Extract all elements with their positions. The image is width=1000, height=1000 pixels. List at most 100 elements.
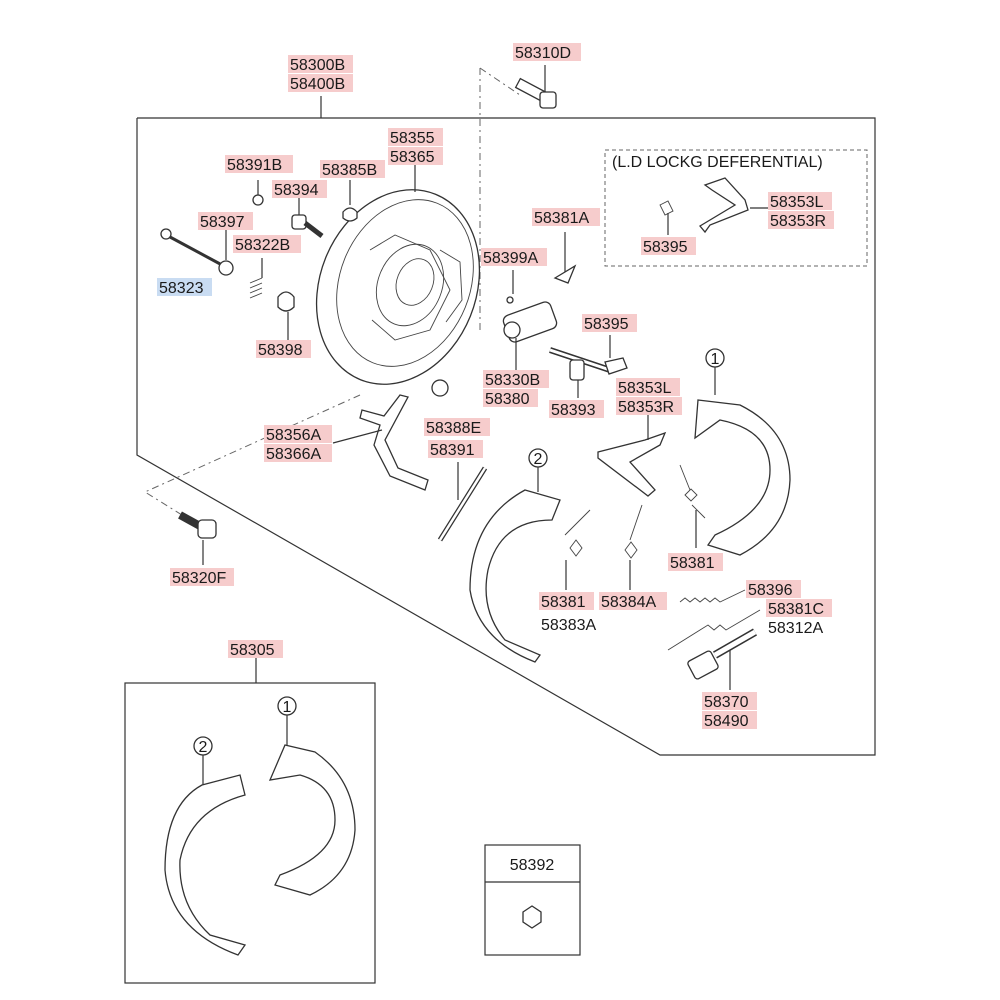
label-58305: 58305 xyxy=(230,642,275,659)
kit-callout-1-number: 1 xyxy=(283,699,292,716)
inset-lever-58353 xyxy=(699,177,749,234)
label-58312A: 58312A xyxy=(768,620,823,637)
label-highlight xyxy=(481,248,547,266)
label-58385B: 58385B xyxy=(322,162,377,179)
label-58399A: 58399A xyxy=(483,250,538,267)
callout-1-number: 1 xyxy=(711,351,720,368)
label-58322B: 58322B xyxy=(235,237,290,254)
cup-58398 xyxy=(277,291,295,312)
label-highlight xyxy=(768,211,834,229)
label-highlight xyxy=(424,418,490,436)
label-highlight xyxy=(264,444,332,462)
kit-callout-2-number: 2 xyxy=(199,739,208,756)
label-58391: 58391 xyxy=(430,442,475,459)
spring-58384A xyxy=(624,504,643,559)
strut-58356A xyxy=(359,394,429,491)
label-58353R: 58353R xyxy=(618,399,674,416)
label-highlight xyxy=(256,340,311,358)
label-highlight xyxy=(388,128,443,146)
label-inset-58353R: 58353R xyxy=(770,213,826,230)
label-58381-right: 58381 xyxy=(670,555,715,572)
label-58320F: 58320F xyxy=(172,570,226,587)
spring-58381C xyxy=(667,609,761,651)
label-highlight xyxy=(616,378,680,396)
label-highlight xyxy=(539,592,594,610)
label-highlight xyxy=(388,147,443,165)
label-58383A: 58383A xyxy=(541,617,596,634)
label-highlight xyxy=(483,370,549,388)
label-highlight xyxy=(225,155,293,173)
label-58353L: 58353L xyxy=(618,380,671,397)
label-highlight xyxy=(288,74,353,92)
label-highlight xyxy=(233,235,301,253)
label-58356A: 58356A xyxy=(266,427,321,444)
adjuster-58393 xyxy=(549,347,628,381)
wheel-cylinder-58330B xyxy=(502,296,558,343)
kit-brake-shoe-1 xyxy=(268,744,356,896)
part-labels: 58300B 58400B 58310D 58355 58365 58391B … xyxy=(157,43,834,730)
label-58330B: 58330B xyxy=(485,372,540,389)
label-highlight xyxy=(668,553,723,571)
label-highlight xyxy=(288,55,353,73)
nut-58392 xyxy=(522,905,542,929)
label-highlight xyxy=(532,208,600,226)
pin-58323 xyxy=(160,228,223,267)
label-highlight xyxy=(170,568,234,586)
label-58381A: 58381A xyxy=(534,210,589,227)
label-highlight xyxy=(599,592,667,610)
backing-plate xyxy=(315,189,481,385)
label-highlight xyxy=(702,711,757,729)
lever-58353 xyxy=(597,431,667,497)
brake-shoe-1 xyxy=(694,399,791,556)
label-58366A: 58366A xyxy=(266,446,321,463)
clip-58391B xyxy=(252,194,264,206)
label-highlight xyxy=(320,160,385,178)
label-highlight xyxy=(264,425,332,443)
kit-brake-shoe-2 xyxy=(164,774,247,956)
label-inset-58353L: 58353L xyxy=(770,194,823,211)
label-58323: 58323 xyxy=(159,280,204,297)
label-58400B: 58400B xyxy=(290,76,345,93)
label-highlight xyxy=(549,400,604,418)
label-highlight xyxy=(641,237,696,255)
nut xyxy=(431,379,449,397)
label-highlight xyxy=(228,640,283,658)
label-highlight xyxy=(513,43,581,61)
brake-shoe-2 xyxy=(469,489,561,663)
label-58300B: 58300B xyxy=(290,57,345,74)
label-inset-58395: 58395 xyxy=(643,239,688,256)
spring-58396 xyxy=(679,589,746,603)
label-highlight xyxy=(702,692,757,710)
label-58391B: 58391B xyxy=(227,157,282,174)
label-highlight xyxy=(198,212,253,230)
bolt-58320F xyxy=(178,511,217,539)
cap-58385B xyxy=(342,207,358,222)
label-58396: 58396 xyxy=(748,582,793,599)
label-58370: 58370 xyxy=(704,694,749,711)
part-58392-box xyxy=(484,844,581,956)
label-58381C: 58381C xyxy=(768,601,824,618)
label-58310D: 58310D xyxy=(515,45,571,62)
adjuster-58370 xyxy=(687,628,757,680)
label-58380: 58380 xyxy=(485,391,530,408)
rod-58388E xyxy=(437,466,488,542)
label-58490: 58490 xyxy=(704,713,749,730)
label-58395: 58395 xyxy=(584,316,629,333)
bolt-58394 xyxy=(291,214,324,238)
label-58394: 58394 xyxy=(274,182,319,199)
label-highlight xyxy=(616,397,682,415)
label-58398: 58398 xyxy=(258,342,303,359)
callout-2-number: 2 xyxy=(534,451,543,468)
main-assembly-outline xyxy=(136,117,876,756)
label-58388E: 58388E xyxy=(426,420,481,437)
washer-58397 xyxy=(218,260,234,276)
label-58381-left: 58381 xyxy=(541,594,586,611)
label-highlight xyxy=(428,440,483,458)
label-58355: 58355 xyxy=(390,130,435,147)
label-highlight xyxy=(483,389,538,407)
label-58393: 58393 xyxy=(551,402,596,419)
label-58365: 58365 xyxy=(390,149,435,166)
label-58397: 58397 xyxy=(200,214,245,231)
label-highlight xyxy=(766,599,832,617)
